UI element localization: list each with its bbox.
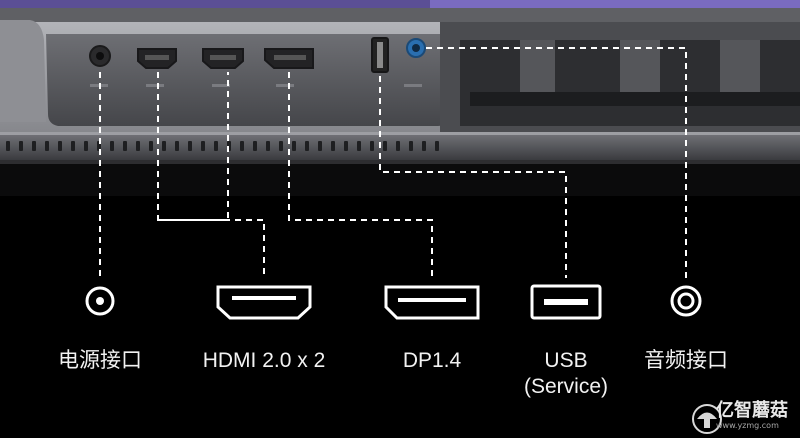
vent-slot <box>71 141 75 151</box>
frame-edge <box>0 8 800 22</box>
vent-slot <box>331 141 335 151</box>
leader-line-hdmi <box>158 219 265 278</box>
usb-port-icon <box>530 284 602 320</box>
vent-slot <box>240 141 244 151</box>
label-usb-text: USB <box>544 349 588 372</box>
vent-slot <box>201 141 205 151</box>
bezel-highlight <box>0 132 800 135</box>
cavity-rib-2 <box>620 40 660 92</box>
vent-slot <box>149 141 153 151</box>
label-usb-port: USB (Service) <box>506 348 626 400</box>
vent-slot <box>32 141 36 151</box>
watermark-brand: 亿智蘑菇 <box>716 400 788 421</box>
port-icons <box>85 284 702 320</box>
label-dp-port: DP1.4 <box>382 348 482 374</box>
leader-line-hdmi-pair <box>157 72 229 221</box>
panel-power-pin <box>96 52 104 60</box>
vent-slot <box>45 141 49 151</box>
vent-slot <box>396 141 400 151</box>
panel-marking-4 <box>276 84 294 87</box>
monitor-bottom-edge <box>0 160 800 196</box>
vent-slot <box>110 141 114 151</box>
power-port-icon <box>85 286 115 316</box>
vent-slot <box>253 141 257 151</box>
label-dp-text: DP1.4 <box>402 349 462 372</box>
label-hdmi-port: HDMI 2.0 x 2 <box>194 348 334 374</box>
label-audio-text: 音频接口 <box>644 349 728 372</box>
leader-lines <box>99 47 687 278</box>
panel-marking-3 <box>212 84 230 87</box>
hdmi-port-icon <box>216 285 312 320</box>
cavity-rib-1 <box>520 40 555 92</box>
panel-hdmi-pins-1 <box>145 55 169 60</box>
vent-slots <box>6 141 439 151</box>
watermark-url: www.yzmg.com <box>716 421 779 430</box>
vent-slot <box>19 141 23 151</box>
vent-slot <box>58 141 62 151</box>
label-power-text: 电源接口 <box>58 349 142 372</box>
panel-marking-2 <box>146 84 164 87</box>
vent-slot <box>84 141 88 151</box>
vent-slot <box>214 141 218 151</box>
vent-slot <box>136 141 140 151</box>
vent-slot <box>409 141 413 151</box>
vent-slot <box>292 141 296 151</box>
vent-slot <box>279 141 283 151</box>
displayport-icon <box>384 285 480 320</box>
label-usb-subtext: (Service) <box>523 375 608 398</box>
label-hdmi-text: HDMI 2.0 x 2 <box>202 349 326 372</box>
frame-left-side <box>0 20 46 122</box>
label-power-port: 电源接口 <box>45 348 155 374</box>
vent-slot <box>188 141 192 151</box>
audio-port-icon <box>670 285 702 317</box>
cavity-shadow <box>470 92 800 106</box>
vent-slot <box>383 141 387 151</box>
watermark-text: 亿智蘑菇 www.yzmg.com <box>716 402 788 430</box>
vent-slot <box>344 141 348 151</box>
bottom-edge-line <box>0 160 800 164</box>
cavity-rib-3 <box>720 40 760 92</box>
vent-slot <box>318 141 322 151</box>
vent-slot <box>162 141 166 151</box>
vent-slot <box>305 141 309 151</box>
vent-slot <box>435 141 439 151</box>
panel-dp-pins <box>274 55 306 60</box>
panel-audio-pin <box>412 44 420 52</box>
vent-slot <box>266 141 270 151</box>
vent-slot <box>123 141 127 151</box>
panel-hdmi-pins-2 <box>210 55 236 60</box>
label-audio-port: 音频接口 <box>630 348 742 374</box>
vent-slot <box>357 141 361 151</box>
vent-slot <box>370 141 374 151</box>
leader-line-usb <box>379 76 567 278</box>
panel-marking-5 <box>404 84 422 87</box>
vent-slot <box>6 141 10 151</box>
leader-line-dp <box>288 72 433 278</box>
top-trim <box>0 0 800 10</box>
vent-slot <box>422 141 426 151</box>
watermark: 亿智蘑菇 www.yzmg.com <box>682 400 788 432</box>
vent-slot <box>175 141 179 151</box>
watermark-logo-icon <box>692 404 722 434</box>
panel-usb-tongue <box>377 42 383 68</box>
top-trim-highlight <box>430 0 800 10</box>
